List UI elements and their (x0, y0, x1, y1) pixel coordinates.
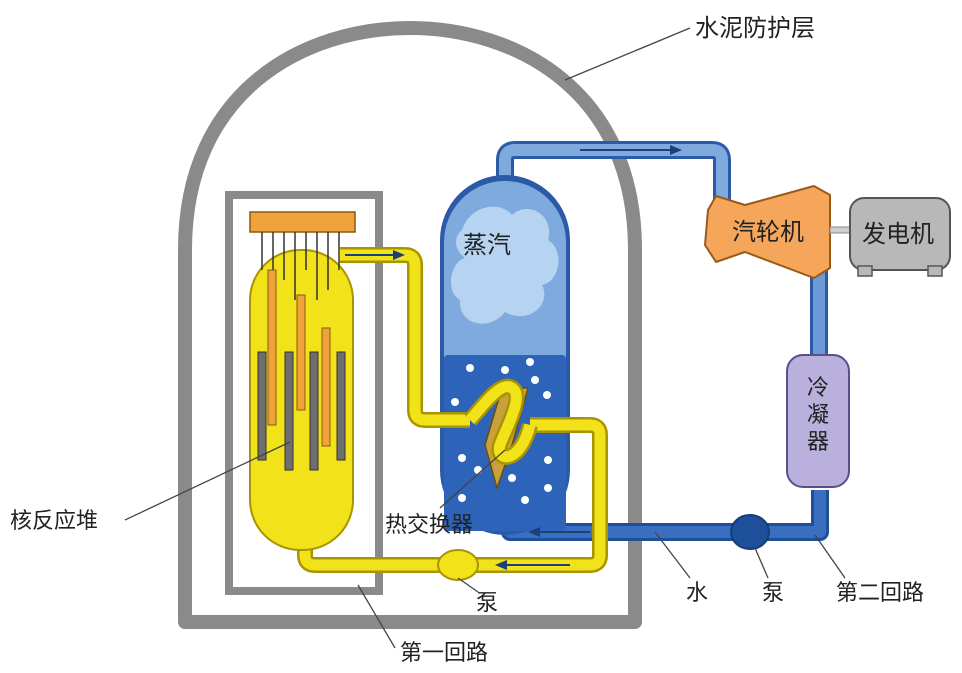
secondary-pump (730, 514, 770, 550)
leader-primary-loop (357, 584, 396, 649)
reactor-frame (225, 191, 383, 595)
label-condenser-3: 器 (807, 430, 829, 455)
label-turbine: 汽轮机 (732, 218, 804, 246)
primary-pump (437, 549, 479, 581)
label-generator: 发电机 (862, 220, 934, 248)
condenser (786, 354, 850, 488)
leader-secondary-pump (754, 547, 769, 579)
leader-shield (564, 27, 691, 81)
label-steam: 蒸汽 (463, 231, 511, 259)
heat-exchanger-coil (464, 378, 538, 491)
label-condenser-1: 冷 (807, 376, 829, 401)
generator-shaft (829, 226, 851, 234)
label-secondary-pump: 泵 (762, 581, 784, 606)
steam-bubbles (451, 358, 552, 504)
steam-cloud (450, 206, 559, 324)
label-shield: 水泥防护层 (695, 14, 815, 42)
label-condenser-2: 凝 (807, 403, 829, 428)
reactor-core (249, 211, 356, 551)
label-secondary-loop: 第二回路 (836, 581, 924, 606)
label-water: 水 (686, 581, 708, 606)
generator (849, 197, 951, 277)
label-reactor: 核反应堆 (10, 509, 98, 534)
turbine (704, 185, 831, 279)
label-heat-exchanger: 热交换器 (385, 513, 473, 538)
label-primary-pump: 泵 (476, 591, 498, 616)
leader-primary-pump (457, 577, 479, 593)
leader-reactor (124, 441, 291, 521)
leader-water (654, 531, 691, 579)
leader-heat-exchanger (439, 449, 506, 509)
leader-secondary-loop (814, 534, 846, 579)
label-primary-loop: 第一回路 (400, 641, 488, 666)
